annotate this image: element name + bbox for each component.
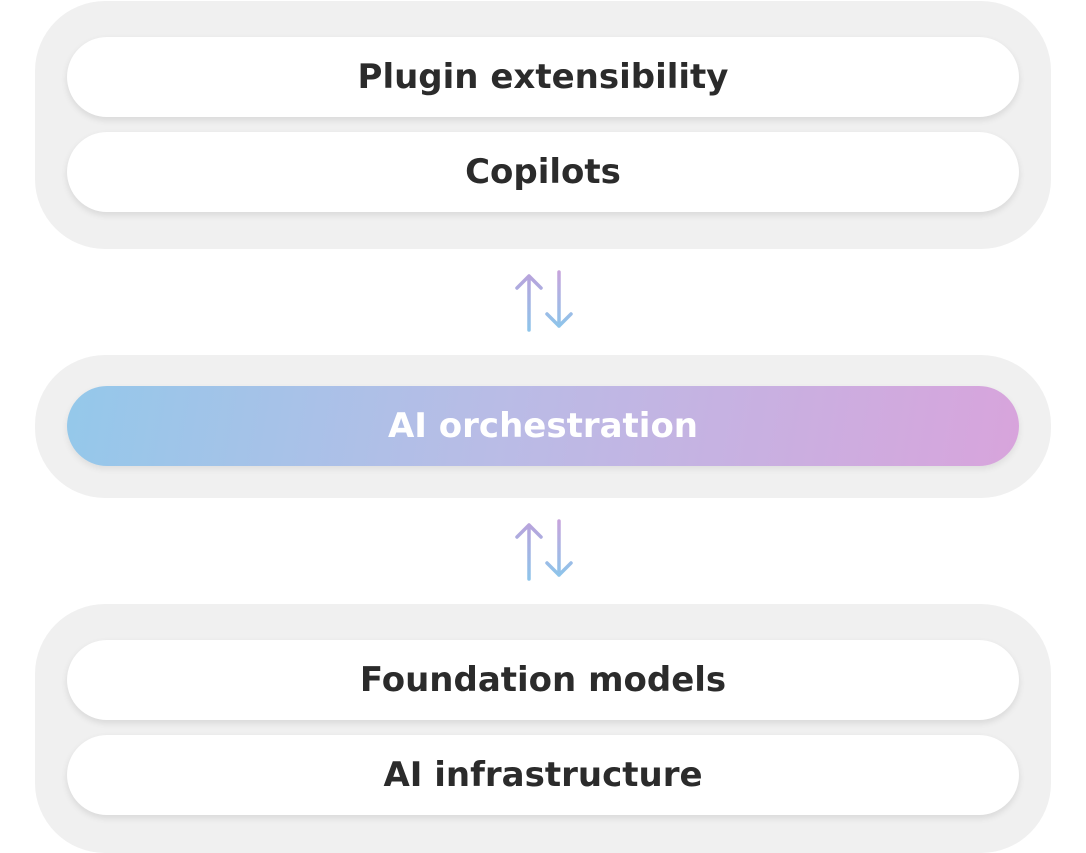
plugin-extensibility-layer: Plugin extensibility: [67, 37, 1019, 117]
ai-infrastructure-layer: AI infrastructure: [67, 735, 1019, 815]
application-layer-group: Plugin extensibility Copilots: [35, 1, 1051, 249]
foundation-models-layer: Foundation models: [67, 640, 1019, 720]
ai-orchestration-layer: AI orchestration: [67, 386, 1019, 466]
up-down-arrows-icon: [515, 270, 573, 332]
copilots-layer: Copilots: [67, 132, 1019, 212]
orchestration-layer-group: AI orchestration: [35, 355, 1051, 498]
infrastructure-layer-group: Foundation models AI infrastructure: [35, 604, 1051, 853]
up-down-arrows-icon: [515, 519, 573, 581]
